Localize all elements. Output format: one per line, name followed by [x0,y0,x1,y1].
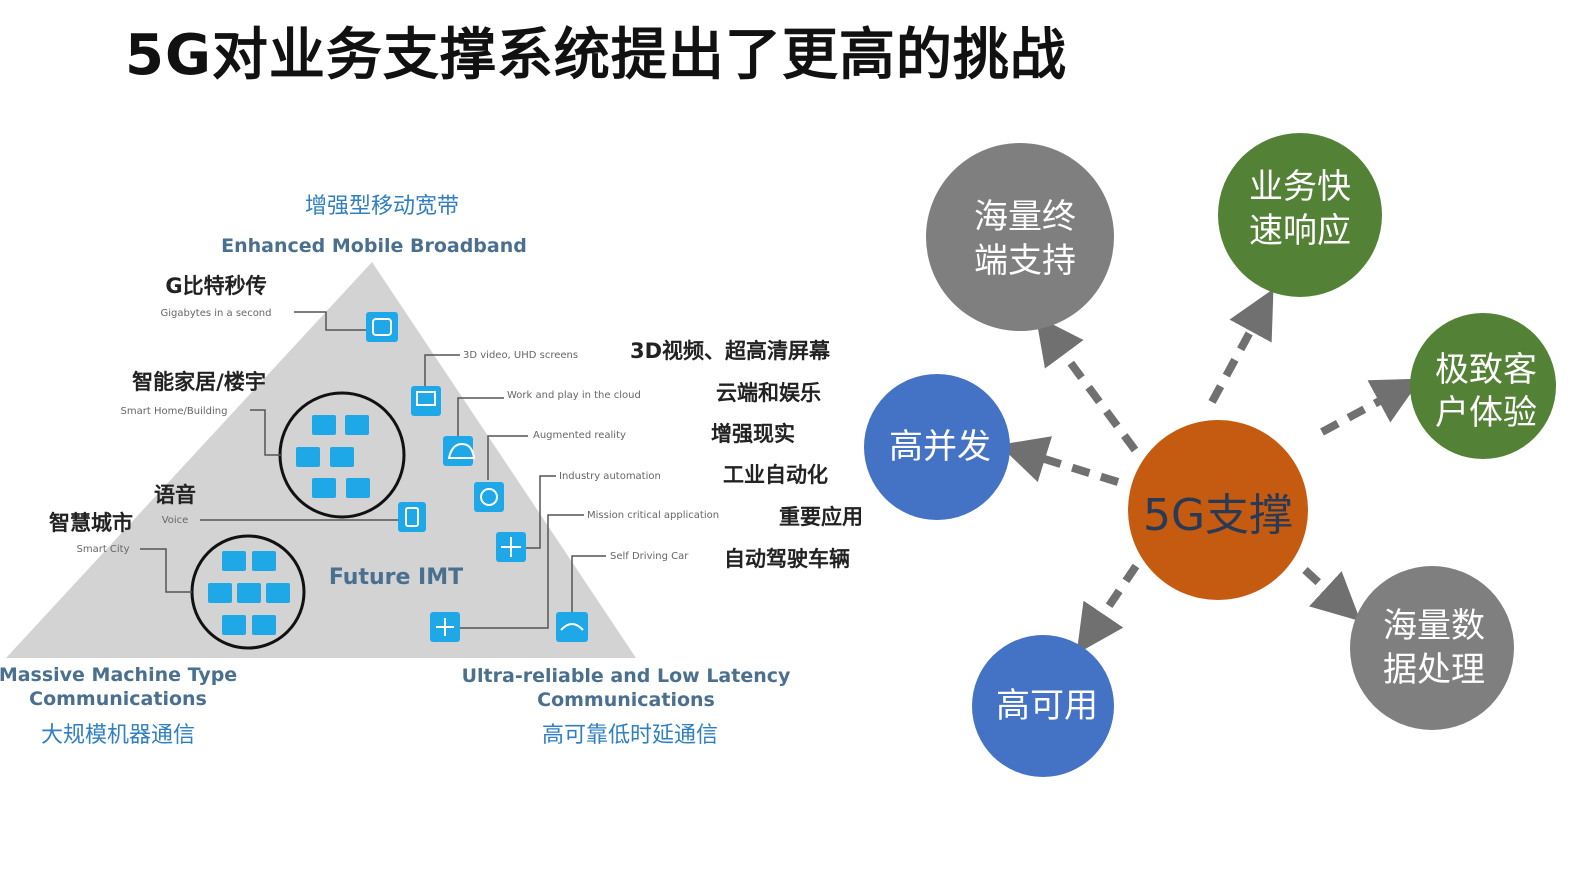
ar-en-label: Augmented reality [533,430,626,441]
industry-cn-label: 工业自动化 [723,463,828,487]
node-data-processing [1350,566,1514,730]
urllc-cn-label: 高可靠低时延通信 [542,723,718,748]
node-high-concurrency-line1: 高并发 [889,427,991,467]
mission-en-label: Mission critical application [587,510,719,521]
node-terminal-support [926,143,1114,331]
page-title: 5G对业务支撑系统提出了更高的挑战 [125,23,1067,88]
hub-5g-support-label: 5G支撑 [1143,490,1293,541]
phone-icon [398,502,426,532]
traffic-icon [208,583,232,603]
camera-icon [346,478,370,498]
pyramid-triangle [6,262,636,658]
node-terminal-support-line2: 端支持 [974,241,1076,281]
pyramid-graphic: 增强型移动宽带 Enhanced Mobile Broadband Future… [0,194,863,748]
icon-glyphs [372,318,584,636]
grid-icon [252,615,276,635]
arrow-data-processing [1302,567,1361,622]
node-terminal-support-line1: 海量终 [974,197,1076,237]
node-fast-response [1218,133,1382,297]
embb-en-label: Enhanced Mobile Broadband [221,235,527,257]
fridge-icon [330,447,354,467]
mmtc-en-line1: Massive Machine Type [0,664,237,686]
hub-arrows [999,288,1422,654]
mmtc-cn-label: 大规模机器通信 [41,723,195,748]
smart-home-en-label: Smart Home/Building [121,406,228,417]
cloud-en-label: Work and play in the cloud [507,390,641,401]
node-customer-experience-line1: 极致客 [1435,350,1537,390]
cloud-cn-label: 云端和娱乐 [716,381,821,405]
embb-cn-label: 增强型移动宽带 [305,194,459,219]
industry-en-label: Industry automation [559,471,661,482]
ar-cn-label: 增强现实 [711,422,795,446]
self-driving-cn-label: 自动驾驶车辆 [724,547,850,571]
future-imt-label: Future IMT [329,565,463,590]
3d-video-en-label: 3D video, UHD screens [463,350,578,361]
appliance-icon [345,415,369,435]
node-customer-experience [1410,313,1556,459]
hub-nodes: 海量终 端支持 业务快 速响应 极致客 户体验 高并发 海量数 据处理 高可用 … [864,133,1556,777]
node-data-processing-line2: 据处理 [1383,650,1485,690]
arrow-high-concurrency [999,436,1120,486]
home-icon [296,447,320,467]
node-high-concurrency [864,374,1010,520]
arrow-customer-experience [1320,378,1422,436]
smart-home-cn-label: 智能家居/楼宇 [132,370,266,394]
doc-icon [222,615,246,635]
globe-icon [237,583,261,603]
3d-video-cn-label: 3D视频、超高清屏幕 [630,339,831,363]
cloud-icon [443,436,473,466]
pyramid-icons [208,312,588,642]
voice-en-label: Voice [162,515,189,526]
meter-icon [266,583,290,603]
arrow-high-availability [1076,563,1140,654]
smart-city-cn-label: 智慧城市 [49,511,133,535]
car-icon [556,612,588,642]
mission-cn-label: 重要应用 [779,505,863,529]
screen-icon [411,386,441,416]
urllc-en-line1: Ultra-reliable and Low Latency [462,665,791,687]
factory-icon [252,551,276,571]
node-high-availability [972,635,1114,777]
node-fast-response-line1: 业务快 [1249,167,1351,207]
hub-5g-support [1128,420,1308,600]
arrow-terminal-support [1035,315,1139,453]
connector-lines [140,311,606,629]
urllc-en-line2: Communications [537,689,715,711]
gbit-cn-label: G比特秒传 [165,274,266,298]
arrow-fast-response [1208,288,1274,404]
smart-city-en-label: Smart City [76,544,129,555]
node-high-availability-line1: 高可用 [996,686,1098,726]
gbit-en-label: Gigabytes in a second [161,308,272,319]
self-driving-en-label: Self Driving Car [610,551,689,562]
node-fast-response-line2: 速响应 [1249,211,1351,251]
tv-icon [312,415,336,435]
node-customer-experience-line2: 户体验 [1435,393,1537,433]
ar-icon [474,482,504,512]
voice-cn-label: 语音 [154,483,196,507]
node-data-processing-line1: 海量数 [1383,606,1485,646]
storage-icon [366,312,398,342]
laptop-icon [312,478,336,498]
mmtc-en-line2: Communications [29,688,207,710]
building-icon [222,551,246,571]
